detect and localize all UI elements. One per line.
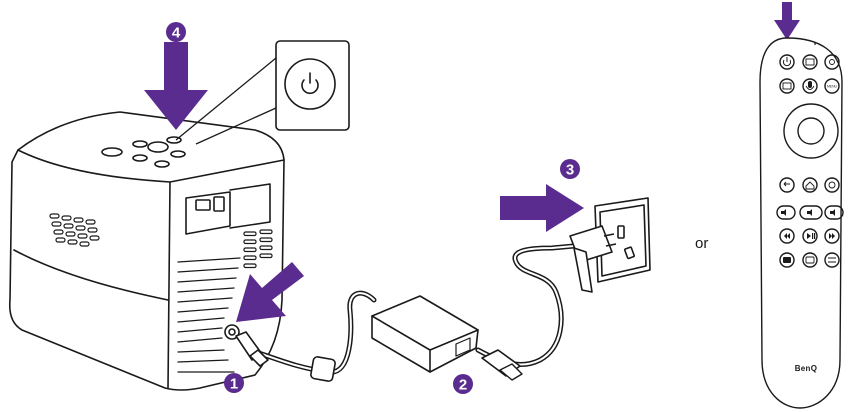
- step-badge-1: 1: [224, 373, 244, 393]
- svg-text:4: 4: [172, 25, 181, 42]
- step-badge-3: 3: [560, 159, 580, 179]
- wall-outlet: [570, 198, 650, 292]
- arrow-step-3: [500, 184, 584, 232]
- svg-text:1: 1: [230, 376, 238, 393]
- step-badge-2: 2: [453, 374, 473, 394]
- svg-text:3: 3: [566, 162, 574, 179]
- power-adapter: [236, 246, 574, 382]
- projector: [10, 112, 284, 390]
- arrow-remote: [774, 2, 800, 40]
- svg-text:MENU: MENU: [827, 85, 838, 89]
- remote-brand-label: BenQ: [795, 364, 818, 373]
- or-label: or: [695, 235, 708, 252]
- remote-control: MENU: [760, 38, 843, 408]
- step-badge-4: 4: [166, 22, 186, 42]
- svg-text:2: 2: [459, 377, 467, 394]
